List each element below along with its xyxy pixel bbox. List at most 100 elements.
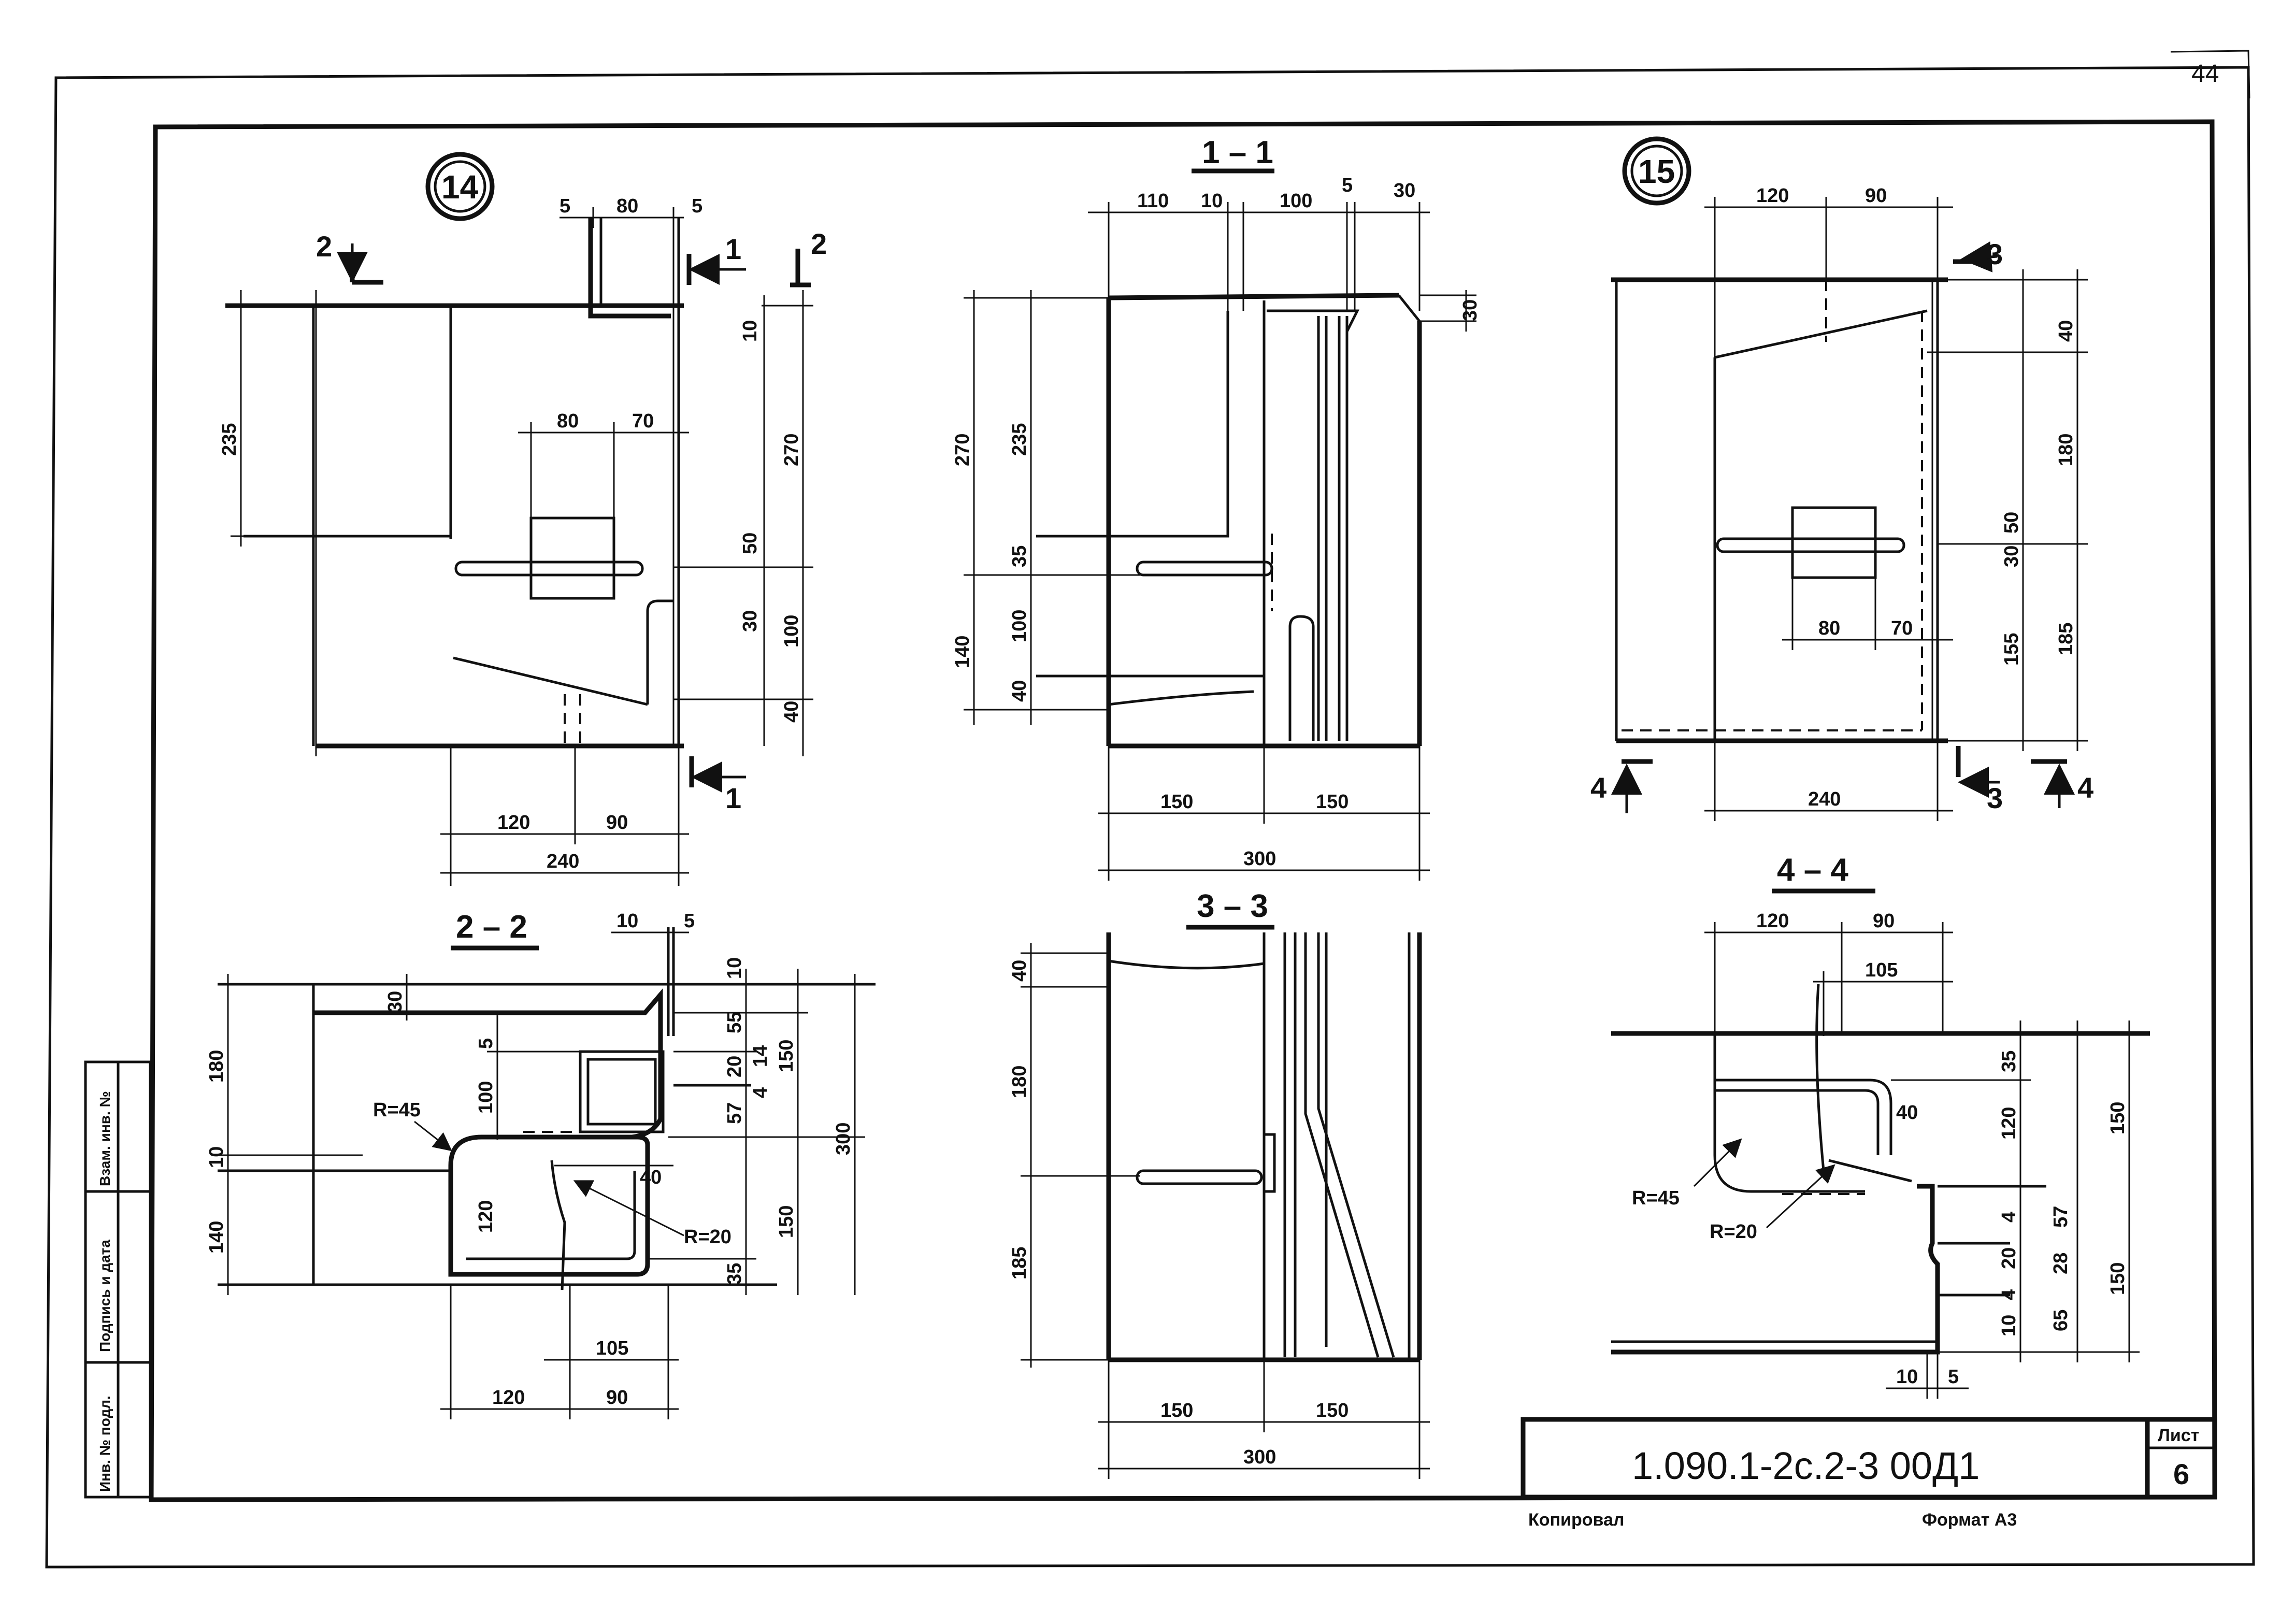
section-4-4-view: 4 – 4 120 90 105 35 120 150 40 4 <box>1611 852 2150 1399</box>
dimension-label: 4 <box>750 1087 771 1098</box>
dimension-label: 40 <box>781 701 802 723</box>
dimension-label: 4 <box>2077 771 2093 804</box>
dimension-label: 2 <box>811 227 827 260</box>
dimension-label: 5 <box>1342 175 1353 196</box>
dimension-label: 40 <box>2055 320 2077 342</box>
sec44-radius-45: R=45 <box>1632 1187 1680 1209</box>
dimension-label: 57 <box>2050 1206 2072 1228</box>
dimension-label: 40 <box>1896 1102 1918 1124</box>
dimension-label: 105 <box>1865 959 1898 981</box>
dimension-label: 120 <box>475 1200 497 1233</box>
dimension-label: 10 <box>739 320 761 342</box>
dimension-label: 120 <box>1998 1107 2020 1140</box>
dimension-label: 55 <box>724 1012 745 1033</box>
stamp-field-sign: Подпись и дата <box>97 1240 113 1352</box>
dimension-label: 110 <box>1137 190 1169 212</box>
dimension-label: 10 <box>724 957 745 979</box>
dimension-label: 140 <box>206 1221 227 1254</box>
section-4-4-title: 4 – 4 <box>1777 852 1848 888</box>
dimension-label: 150 <box>776 1205 797 1238</box>
dimension-label: 30 <box>1394 180 1415 202</box>
dimension-label: 5 <box>684 910 695 932</box>
section-2-2-view: 2 – 2 10 5 180 10 140 30 5 100 120 40 <box>206 909 876 1419</box>
node-15-callout: 15 <box>1638 153 1675 190</box>
dimension-label: 70 <box>632 410 654 432</box>
dimension-label: 235 <box>1009 423 1030 456</box>
dimension-label: 14 <box>750 1045 771 1067</box>
dimension-label: 1 <box>725 233 741 265</box>
stamp-field-replace: Взам. инв. № <box>97 1091 113 1186</box>
dimension-label: 90 <box>1865 185 1887 207</box>
sec44-radius-20: R=20 <box>1710 1221 1757 1243</box>
dimension-label: 40 <box>1009 960 1030 982</box>
dimension-label: 300 <box>1243 848 1276 870</box>
node-14-callout: 14 <box>441 168 479 206</box>
sheet-number: 6 <box>2173 1458 2189 1490</box>
dimension-label: 120 <box>1756 185 1789 207</box>
dimension-label: 150 <box>1160 1400 1193 1421</box>
dimension-label: 10 <box>1201 190 1223 212</box>
page-number: 44 <box>2191 60 2219 88</box>
dimension-label: 65 <box>2050 1310 2072 1331</box>
dimension-label: 57 <box>724 1102 745 1124</box>
dimension-label: 40 <box>640 1167 662 1188</box>
dimension-label: 140 <box>952 636 973 668</box>
dimension-label: 180 <box>206 1050 227 1083</box>
dimension-label: 30 <box>739 610 761 632</box>
dimension-label: 150 <box>776 1040 797 1072</box>
dimension-label: 270 <box>952 434 973 466</box>
dimension-label: 150 <box>2107 1102 2129 1134</box>
dimension-label: 240 <box>547 851 579 872</box>
dimension-label: 180 <box>1009 1066 1030 1098</box>
dimension-label: 3 <box>1987 782 2003 814</box>
node-15-view: 15 120 90 40 180 50 30 155 185 <box>1590 136 2093 821</box>
section-3-3-title: 3 – 3 <box>1197 888 1268 924</box>
dimension-label: 2 <box>316 230 332 263</box>
dimension-label: 35 <box>1998 1051 2020 1072</box>
dimension-label: 180 <box>2055 434 2077 466</box>
dimension-label: 150 <box>1316 1400 1349 1421</box>
dimension-label: 100 <box>475 1081 497 1114</box>
dimension-label: 20 <box>1998 1247 2020 1269</box>
dimension-label: 30 <box>384 991 406 1013</box>
dimension-label: 20 <box>724 1056 745 1077</box>
copied-label: Копировал <box>1528 1510 1624 1530</box>
node-14-view: 14 235 5 80 5 270 <box>219 152 827 886</box>
dimension-label: 80 <box>1818 617 1840 639</box>
dimension-label: 28 <box>2050 1253 2072 1274</box>
dimension-label: 30 <box>2001 545 2023 567</box>
section-3-3-view: 3 – 3 40 180 185 150 150 300 <box>1009 888 1430 1479</box>
dimension-label: 30 <box>1459 299 1481 321</box>
dimension-label: 50 <box>739 533 761 554</box>
dimension-label: 80 <box>616 195 638 217</box>
n14-dim-235: 235 <box>219 423 240 456</box>
section-2-2-title: 2 – 2 <box>456 909 527 945</box>
dimension-label: 70 <box>1891 617 1913 639</box>
dimension-label: 50 <box>2001 512 2023 534</box>
section-1-1-title: 1 – 1 <box>1202 135 1273 170</box>
dimension-label: 1 <box>725 782 741 814</box>
dimension-label: 105 <box>596 1338 628 1359</box>
dimension-label: 185 <box>1009 1247 1030 1280</box>
dimension-label: 4 <box>1998 1212 2020 1223</box>
sec22-radius-45: R=45 <box>373 1099 421 1121</box>
dimension-label: 270 <box>781 434 802 466</box>
dimension-label: 3 <box>1987 238 2003 270</box>
dimension-label: 90 <box>606 1387 628 1409</box>
dimension-label: 90 <box>606 812 628 833</box>
sec22-radius-20: R=20 <box>684 1226 731 1248</box>
dimension-label: 155 <box>2001 633 2023 666</box>
dimension-label: 10 <box>616 910 638 932</box>
dimension-label: 240 <box>1808 788 1841 810</box>
dimension-label: 35 <box>724 1263 745 1285</box>
dimension-label: 10 <box>1896 1366 1918 1388</box>
dimension-label: 100 <box>781 615 802 648</box>
dimension-label: 150 <box>2107 1262 2129 1295</box>
dimension-label: 80 <box>557 410 579 432</box>
dimension-label: 5 <box>692 195 702 217</box>
dimension-label: 40 <box>1009 680 1030 702</box>
dimension-label: 150 <box>1316 791 1349 813</box>
dimension-label: 120 <box>1756 910 1789 932</box>
